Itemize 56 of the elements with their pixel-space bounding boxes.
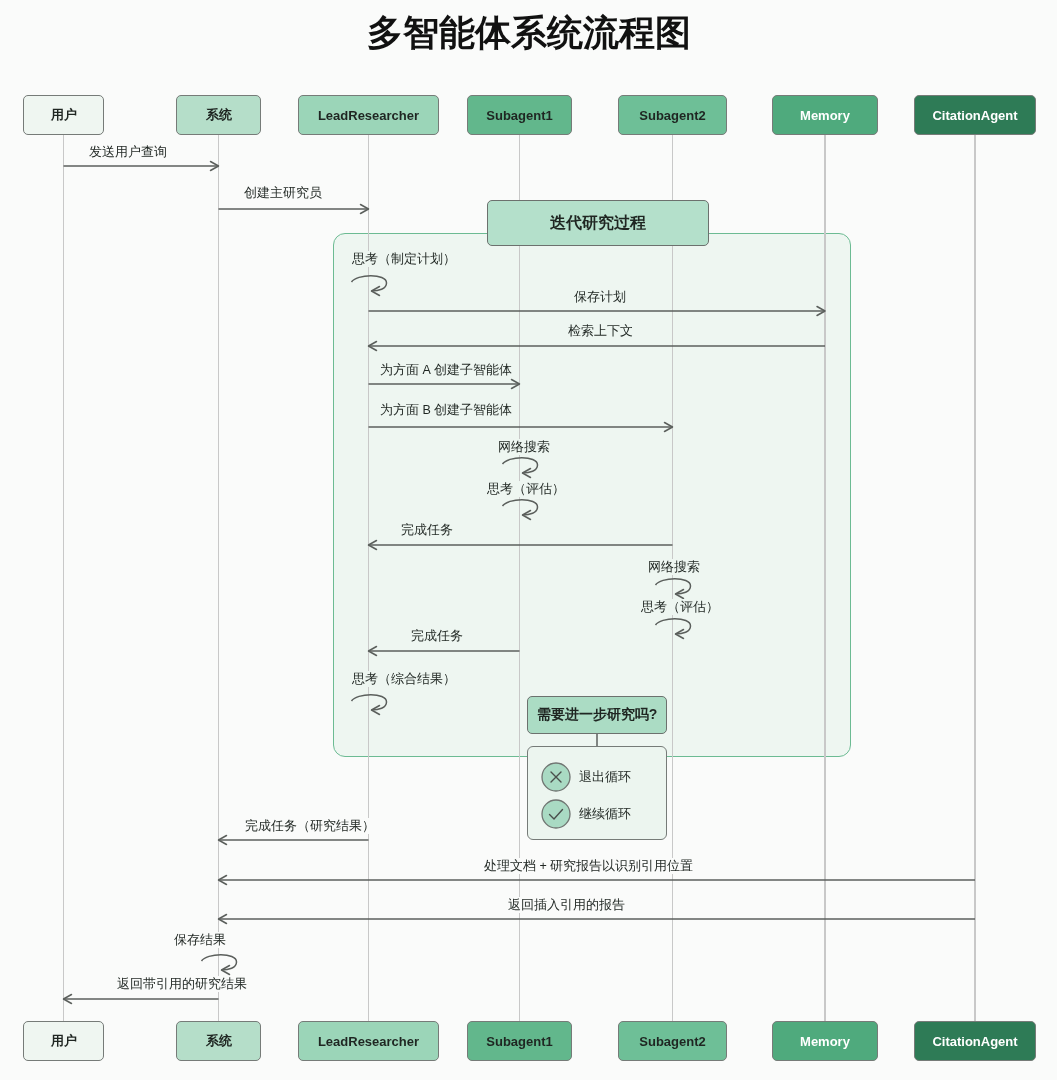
message-arrow [62,160,220,172]
message-label: 返回带引用的研究结果 [115,976,249,992]
participant-header: 用户 [23,1021,104,1061]
message-arrow [62,993,220,1005]
message-label: 网络搜索 [646,559,702,575]
self-call-arrow [501,499,539,521]
message-label: 保存计划 [572,289,628,305]
participant-header: Subagent2 [618,95,727,135]
options-panel [527,746,667,840]
participant-header: LeadResearcher [298,1021,439,1061]
message-label: 为方面 A 创建子智能体 [378,362,514,378]
message-label: 完成任务 [399,522,455,538]
participant-header: 用户 [23,95,104,135]
participant-header: CitationAgent [914,95,1036,135]
message-label: 发送用户查询 [87,144,169,160]
participant-header: Subagent1 [467,95,572,135]
connector-line [596,733,598,747]
message-arrow [217,913,976,925]
participant-header: Memory [772,95,878,135]
message-arrow [367,645,521,657]
message-arrow [217,203,370,215]
message-arrow [367,305,826,317]
self-call-arrow [501,457,539,479]
message-label: 网络搜索 [496,439,552,455]
question-card: 需要进一步研究吗? [527,696,667,734]
participant-header: Memory [772,1021,878,1061]
option-label: 继续循环 [579,805,631,823]
message-arrow [217,834,370,846]
message-label: 保存结果 [172,932,228,948]
self-call-arrow [654,578,692,600]
participant-header: 系统 [176,1021,261,1061]
lifeline [974,135,976,1021]
message-arrow [367,340,826,352]
self-call-arrow [350,694,388,716]
message-label: 检索上下文 [566,323,635,339]
self-call-arrow [200,954,238,976]
loop-title-tab: 迭代研究过程 [487,200,709,246]
message-arrow [367,539,674,551]
option-label: 退出循环 [579,768,631,786]
participant-header: Subagent1 [467,1021,572,1061]
message-label: 返回插入引用的报告 [506,897,627,913]
self-call-arrow [654,618,692,640]
lifeline [824,135,826,1021]
message-label: 创建主研究员 [242,185,324,201]
diagram-title: 多智能体系统流程图 [366,11,691,55]
participant-header: Subagent2 [618,1021,727,1061]
participant-header: CitationAgent [914,1021,1036,1061]
message-label: 处理文档 + 研究报告以识别引用位置 [482,858,696,874]
message-arrow [217,874,976,886]
message-arrow [367,378,521,390]
message-label: 完成任务 [409,628,465,644]
lifeline [62,135,65,1021]
message-arrow [367,421,674,433]
participant-header: LeadResearcher [298,95,439,135]
participant-header: 系统 [176,95,261,135]
message-label: 为方面 B 创建子智能体 [378,402,515,418]
